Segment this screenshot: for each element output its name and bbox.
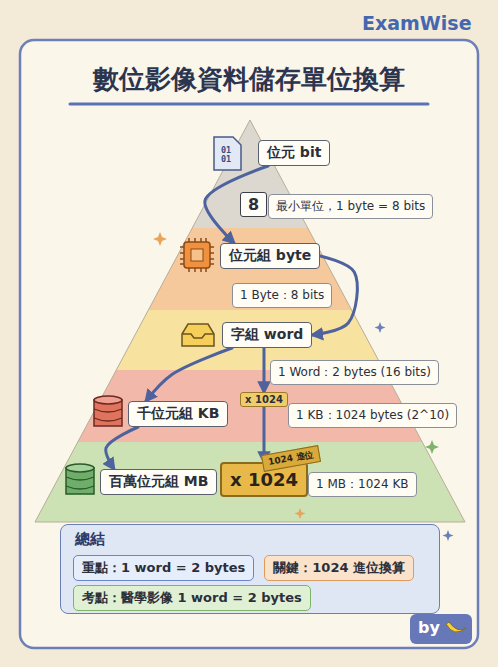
- unit-box-text: 位元 bit: [267, 144, 321, 162]
- summary-item: 重點：1 word = 2 bytes: [73, 555, 254, 581]
- database-icon-mb: [66, 464, 94, 494]
- sparkle: [153, 232, 167, 246]
- multiplier-box-text: x 1024: [230, 469, 298, 490]
- file-icon: [214, 137, 241, 170]
- unit-box: 位元組 byte: [220, 243, 320, 269]
- banana-icon: [446, 622, 466, 632]
- chip-icon: [180, 238, 214, 272]
- unit-box: 位元 bit: [258, 140, 330, 166]
- unit-box-text: 千位元組 KB: [137, 405, 219, 423]
- unit-box-text: 字組 word: [231, 326, 303, 344]
- flow-arrow: [205, 166, 268, 243]
- by-tab: [410, 614, 472, 644]
- note-box: 1 KB：1024 bytes (2^10): [288, 403, 457, 428]
- summary-panel-text: 總結: [75, 530, 105, 549]
- tray-slot: [182, 334, 214, 338]
- page-title: 數位影像資料儲存單位換算: [0, 62, 498, 97]
- pyramid-outline: [35, 120, 465, 522]
- db-top: [66, 464, 94, 472]
- summary-item: 關鍵：1024 進位換算: [264, 555, 414, 581]
- title-underline: [70, 103, 428, 106]
- flow-arrow: [106, 427, 138, 469]
- tray-body: [182, 324, 214, 346]
- note-box-text: 1 MB：1024 KB: [316, 476, 409, 493]
- multiplier-badge: x 1024: [240, 392, 288, 407]
- sparkle: [375, 322, 386, 333]
- unit-box-text: 位元組 byte: [229, 247, 311, 265]
- flow-arrow: [146, 348, 232, 401]
- note-box: 最小單位，1 byte = 8 bits: [268, 194, 433, 219]
- summary-item-text: 關鍵：1024 進位換算: [273, 559, 405, 577]
- number-box: 8: [240, 192, 267, 217]
- note-box-text: 最小單位，1 byte = 8 bits: [276, 198, 425, 215]
- chip-core: [191, 249, 203, 261]
- sparkle: [425, 440, 439, 454]
- db-top: [94, 396, 122, 404]
- multiplier-badge-text: x 1024: [245, 394, 283, 405]
- tray-icon: [182, 324, 214, 346]
- band-byte: [0, 228, 498, 310]
- band-bit: [0, 110, 498, 228]
- note-box-text: 1 KB：1024 bytes (2^10): [296, 407, 449, 424]
- note-box: 1 MB：1024 KB: [308, 472, 417, 497]
- summary-item: 考點：醫學影像 1 word = 2 bytes: [73, 585, 311, 611]
- bit-icon-text: 01 01: [219, 146, 233, 165]
- note-box: 1 Byte：8 bits: [232, 283, 332, 308]
- sparkle: [295, 508, 306, 519]
- unit-box: 千位元組 KB: [128, 401, 228, 427]
- sparkle: [443, 530, 454, 541]
- summary-item-text: 考點：醫學影像 1 word = 2 bytes: [82, 589, 302, 607]
- credit-tab: by: [414, 616, 444, 639]
- pyramid: [0, 110, 498, 524]
- number-box-text: 8: [248, 195, 259, 214]
- flow-arrow: [262, 348, 265, 392]
- credit-tab-text: by: [418, 618, 440, 637]
- summary-panel: 總結重點：1 word = 2 bytes 關鍵：1024 進位換算考點：醫學影像…: [60, 524, 440, 614]
- band-mb: [0, 442, 498, 524]
- unit-box: 百萬位元組 MB: [100, 469, 217, 495]
- database-icon-kb: [94, 396, 122, 426]
- note-box-text: 1 Byte：8 bits: [240, 287, 324, 304]
- unit-box-text: 百萬位元組 MB: [109, 473, 208, 491]
- unit-box: 字組 word: [222, 322, 312, 348]
- note-box: 1 Word：2 bytes (16 bits): [270, 360, 439, 385]
- brand-name: ExamWise: [362, 12, 472, 34]
- chip-pins: [180, 238, 214, 272]
- db-rings: [66, 477, 94, 489]
- chip-body: [184, 242, 210, 268]
- summary-item-text: 重點：1 word = 2 bytes: [82, 559, 245, 577]
- db-rings: [94, 409, 122, 421]
- note-box-text: 1 Word：2 bytes (16 bits): [278, 364, 431, 381]
